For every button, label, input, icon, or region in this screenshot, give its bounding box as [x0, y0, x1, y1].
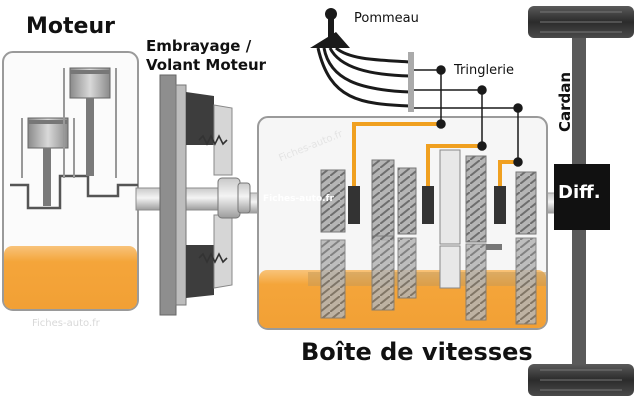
- clutch-label-line2: Volant Moteur: [146, 56, 267, 74]
- secondary-gears: [320, 235, 537, 325]
- engine-label: Moteur: [26, 14, 115, 39]
- piston-right: [63, 67, 117, 178]
- clutch-flywheel: [159, 74, 251, 316]
- cardan-label: Cardan: [556, 71, 574, 132]
- engine-oil-sump: [4, 246, 137, 309]
- clutch-label: Embrayage / Volant Moteur: [146, 37, 266, 75]
- engine-block: [2, 51, 139, 311]
- differential: [554, 164, 610, 230]
- watermark-bottom-left: Fiches-auto.fr: [32, 318, 100, 329]
- gearbox-label: Boîte de vitesses: [301, 338, 533, 366]
- clutch-label-line1: Embrayage /: [146, 37, 252, 55]
- gear-knob-label: Pommeau: [354, 11, 419, 26]
- gear-lever-linkage: [310, 8, 523, 167]
- selector-rods: [352, 122, 518, 186]
- piston-left: [21, 117, 75, 206]
- watermark-shaft: Fiches-auto.fr: [263, 194, 334, 204]
- synchro-sleeves: [348, 186, 506, 224]
- differential-label: Diff.: [558, 182, 601, 203]
- primary-gears: [320, 149, 537, 245]
- knob: [310, 32, 350, 48]
- linkage-label: Tringlerie: [454, 63, 515, 78]
